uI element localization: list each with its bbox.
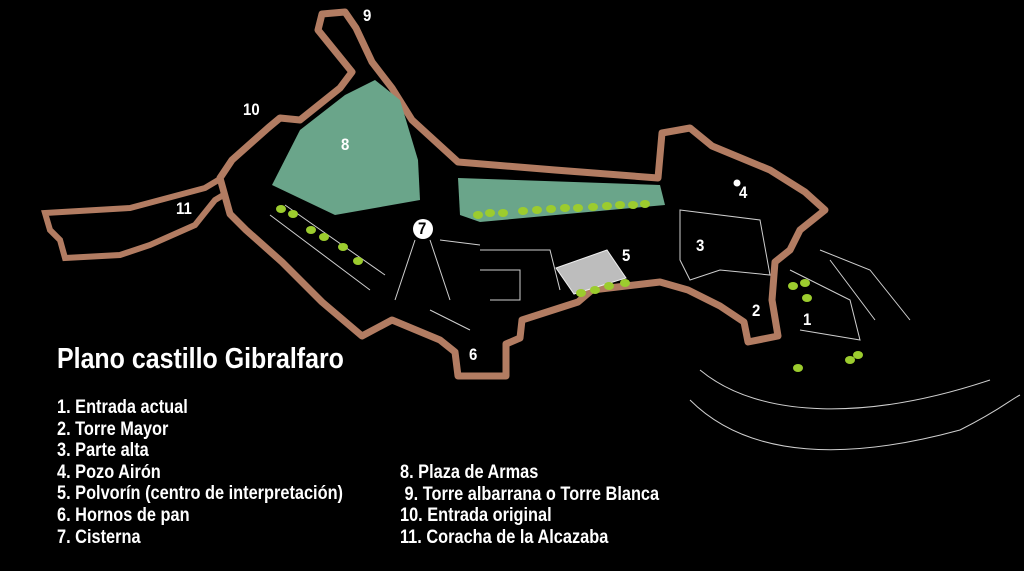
tree-marker <box>604 282 614 290</box>
tree-marker <box>532 206 542 214</box>
tree-marker <box>845 356 855 364</box>
tree-marker <box>276 205 286 213</box>
map-label-11: 11 <box>176 199 192 218</box>
cistern-marker <box>413 219 433 239</box>
coracha-wall <box>41 165 244 262</box>
tree-marker <box>590 286 600 294</box>
tree-marker <box>338 243 348 251</box>
tree-marker <box>588 203 598 211</box>
well-marker <box>733 179 741 187</box>
legend-item: 9. Torre albarrana o Torre Blanca <box>400 483 660 505</box>
tree-marker <box>573 204 583 212</box>
map-label-6: 6 <box>469 345 478 364</box>
map-title: Plano castillo Gibralfaro <box>57 343 344 375</box>
legend-right: 8. Plaza de Armas 9. Torre albarrana o T… <box>400 462 659 548</box>
tree-marker <box>802 294 812 302</box>
tree-marker <box>853 351 863 359</box>
legend-item: 3. Parte alta <box>57 440 149 462</box>
plaza-de-armas-area <box>272 80 420 215</box>
tree-marker <box>306 226 316 234</box>
tree-marker <box>498 209 508 217</box>
tree-marker <box>473 211 483 219</box>
legend-item: 6. Hornos de pan <box>57 504 190 526</box>
legend-item: 1. Entrada actual <box>57 397 188 418</box>
tree-marker <box>560 204 570 212</box>
tree-marker <box>800 279 810 287</box>
map-label-8: 8 <box>341 135 350 154</box>
tree-marker <box>628 201 638 209</box>
map-label-9: 9 <box>363 6 372 25</box>
tree-marker <box>518 207 528 215</box>
tree-marker <box>620 279 630 287</box>
map-label-7: 7 <box>418 219 427 238</box>
tree-marker <box>793 364 803 372</box>
legend-item: 8. Plaza de Armas <box>400 462 539 483</box>
tree-marker <box>485 209 495 217</box>
map-label-1: 1 <box>803 310 812 329</box>
legend-item: 4. Pozo Airón <box>57 461 161 483</box>
tree-marker <box>353 257 363 265</box>
tree-marker <box>288 210 298 218</box>
trees <box>276 200 863 372</box>
map-label-3: 3 <box>696 236 705 255</box>
map-label-4: 4 <box>739 183 748 202</box>
legend-item: 11. Coracha de la Alcazaba <box>400 526 609 548</box>
tree-marker <box>602 202 612 210</box>
legend-item: 5. Polvorín (centro de interpretación) <box>57 483 344 505</box>
green-terrace <box>458 178 665 222</box>
internal-paths <box>269 204 1021 451</box>
tree-marker <box>615 201 625 209</box>
map-label-5: 5 <box>622 246 631 265</box>
legend-item: 10. Entrada original <box>400 505 552 527</box>
map-label-2: 2 <box>752 301 761 320</box>
tree-marker <box>546 205 556 213</box>
tree-marker <box>319 233 329 241</box>
legend-item: 7. Cisterna <box>57 526 141 548</box>
tree-marker <box>640 200 650 208</box>
legend-left: 1. Entrada actual 2. Torre Mayor 3. Part… <box>57 397 343 548</box>
map-label-10: 10 <box>243 100 260 119</box>
tree-marker <box>576 289 586 297</box>
legend-item: 2. Torre Mayor <box>57 418 169 440</box>
tree-marker <box>788 282 798 290</box>
